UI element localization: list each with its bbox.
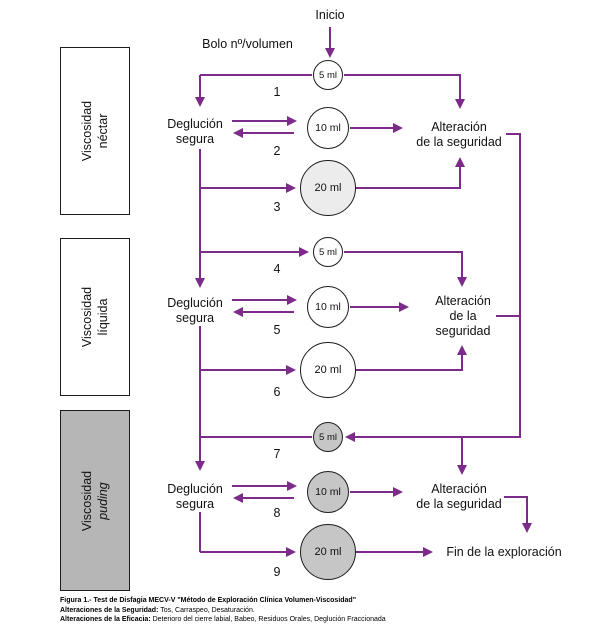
bolus-number-2: 2	[273, 144, 281, 158]
deglucion-segura-label-2: Deglución segura	[167, 296, 223, 325]
arrow-alteracion-1-to-puding-5ml	[345, 133, 521, 442]
alteracion-seguridad-label-1: Alteración de la seguridad	[416, 120, 502, 149]
caption-seguridad: Alteraciones de la Seguridad: Tos, Carra…	[60, 606, 585, 616]
bolus-circle-liquida-5ml: 5 ml	[313, 237, 343, 267]
bolus-circle-puding-5ml: 5 ml	[313, 422, 343, 452]
caption-title-text: Figura 1.- Test de Disfagia MECV-V "Méto…	[60, 597, 357, 604]
arrow-group	[195, 27, 532, 557]
bolus-circle-liquida-20ml: 20 ml	[300, 342, 356, 398]
caption-eficacia: Alteraciones de la Eficacia: Deterioro d…	[60, 615, 585, 625]
alteracion-seguridad-label-2: Alteración de la seguridad	[435, 294, 491, 338]
viscosity-word: Viscosidad	[79, 470, 94, 531]
bolus-number-5: 5	[273, 323, 281, 337]
bolus-circle-nectar-10ml: 10 ml	[307, 107, 349, 149]
viscosity-type: líquida	[95, 298, 110, 336]
viscosity-box-puding: Viscosidad puding	[60, 410, 130, 591]
fin-exploracion-label: Fin de la exploración	[446, 545, 562, 559]
deglucion-segura-label-3: Deglución segura	[167, 482, 223, 511]
arrow-liquida-20ml-to-alteracion-2	[356, 345, 467, 371]
bolus-circle-liquida-10ml: 10 ml	[307, 286, 349, 328]
caption-seguridad-text: Tos, Carraspeo, Desaturación.	[158, 606, 255, 614]
viscosity-box-nectar-label: Viscosidad néctar	[79, 101, 111, 161]
bolus-number-8: 8	[273, 506, 281, 520]
bolus-number-7: 7	[273, 447, 281, 461]
viscosity-box-liquida: Viscosidad líquida	[60, 238, 130, 396]
viscosity-word: Viscosidad	[79, 100, 94, 162]
bolus-number-6: 6	[273, 385, 281, 399]
deglucion-segura-label-1: Deglución segura	[167, 117, 223, 146]
viscosity-word: Viscosidad	[79, 286, 94, 348]
arrow-nectar-20ml-to-alteracion-1	[356, 157, 465, 189]
figure-caption: Figura 1.- Test de Disfagia MECV-V "Méto…	[60, 596, 585, 625]
bolus-circle-nectar-5ml: 5 ml	[313, 60, 343, 90]
arrow-liquida-5ml-to-alteracion-2	[344, 251, 467, 287]
start-label: Inicio	[315, 8, 345, 22]
viscosity-box-nectar: Viscosidad néctar	[60, 47, 130, 215]
viscosity-box-liquida-label: Viscosidad líquida	[79, 287, 111, 347]
alteracion-seguridad-label-3: Alteración de la seguridad	[416, 482, 502, 511]
bolus-number-1: 1	[273, 85, 281, 99]
viscosity-type: néctar	[95, 113, 110, 149]
caption-eficacia-label: Alteraciones de la Eficacia:	[60, 616, 151, 623]
arrow-nectar-5ml-to-alteracion-1	[344, 74, 465, 109]
bolus-column-label: Bolo nº/volumen	[202, 37, 293, 51]
bolus-circle-puding-10ml: 10 ml	[307, 471, 349, 513]
bolus-number-9: 9	[273, 565, 281, 579]
bolus-number-3: 3	[273, 200, 281, 214]
viscosity-box-puding-label: Viscosidad puding	[79, 470, 111, 530]
bolus-circle-puding-20ml: 20 ml	[300, 524, 356, 580]
bolus-number-4: 4	[273, 262, 281, 276]
bolus-circle-nectar-20ml: 20 ml	[300, 160, 356, 216]
caption-title: Figura 1.- Test de Disfagia MECV-V "Méto…	[60, 596, 585, 606]
viscosity-type: puding	[95, 481, 110, 520]
arrow-alteracion-3-to-fin	[504, 496, 532, 533]
caption-eficacia-text: Deterioro del cierre labial, Babeo, Resi…	[150, 616, 386, 623]
caption-seguridad-label: Alteraciones de la Seguridad:	[60, 606, 159, 614]
